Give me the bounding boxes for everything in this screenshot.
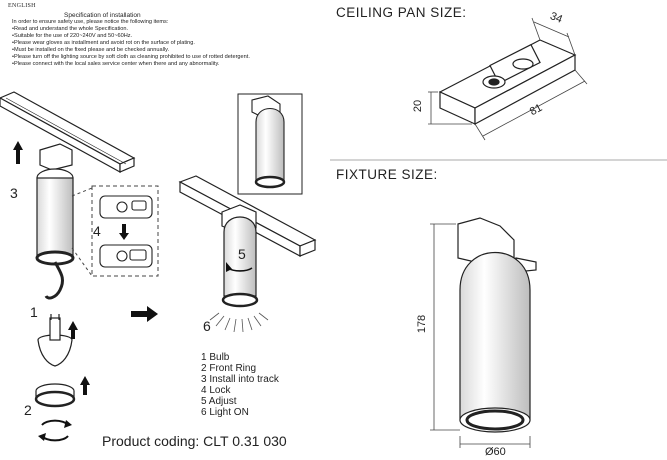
lock-detail-bottom	[99, 244, 153, 268]
spec-line: •Must be installed on the fixed please a…	[12, 47, 170, 53]
down-arrow-icon	[119, 224, 129, 240]
ceiling-pan-dim-lines	[428, 17, 588, 141]
spec-line: •Please connect with the local sales ser…	[12, 61, 220, 67]
fixture-dim-lines	[430, 223, 531, 448]
step-number-5: 5	[238, 246, 246, 262]
ceiling-pan-height-label: 20	[412, 99, 425, 113]
legend-item: 4 Lock	[201, 385, 231, 396]
legend-item: 3 Install into track	[201, 374, 279, 385]
spec-line: •Please turn off the lighting source by …	[12, 54, 250, 60]
step-number-2: 2	[24, 402, 32, 418]
fixture-detail	[251, 95, 286, 189]
ceiling-pan-drawing	[438, 39, 577, 126]
rotate-arrows-icon	[41, 419, 69, 442]
fixture-height-label: 178	[416, 314, 429, 334]
up-arrow-icon	[68, 321, 78, 339]
step-number-4: 4	[93, 223, 101, 239]
spec-line: In order to ensure safety use, please no…	[12, 19, 169, 25]
up-arrow-icon	[13, 141, 23, 164]
up-arrow-icon	[80, 376, 90, 395]
legend-item: 1 Bulb	[201, 352, 230, 363]
ceiling-pan-title: CEILING PAN SIZE:	[336, 5, 467, 20]
cable	[44, 261, 64, 300]
step-number-6: 6	[203, 318, 211, 334]
bulb	[37, 314, 73, 367]
fixture-step5	[221, 204, 259, 308]
fixture-size-drawing	[457, 217, 537, 433]
spec-line: •Read and understand the whole Specifica…	[12, 26, 129, 32]
track-rail-left	[0, 91, 136, 174]
fixture-diameter-label: Ø60	[485, 446, 506, 458]
right-arrow-icon	[131, 306, 158, 322]
lock-detail-top	[99, 195, 153, 219]
product-coding: Product coding: CLT 0.31 030	[102, 433, 287, 449]
spec-line: •Suitable for the use of 220~240V and 50…	[12, 33, 133, 39]
spec-language: ENGLISH	[8, 3, 36, 9]
legend-item: 5 Adjust	[201, 396, 237, 407]
legend-item: 6 Light ON	[201, 407, 249, 418]
step-number-3: 3	[10, 185, 18, 201]
spec-title: Specification of installation	[64, 12, 141, 19]
front-ring	[34, 383, 76, 408]
light-rays	[209, 312, 269, 333]
step-number-1: 1	[30, 304, 38, 320]
legend-item: 2 Front Ring	[201, 363, 257, 374]
fixture-step3	[35, 143, 75, 266]
fixture-title: FIXTURE SIZE:	[336, 167, 438, 182]
spec-line: •Please wear gloves as installment and a…	[12, 40, 195, 46]
